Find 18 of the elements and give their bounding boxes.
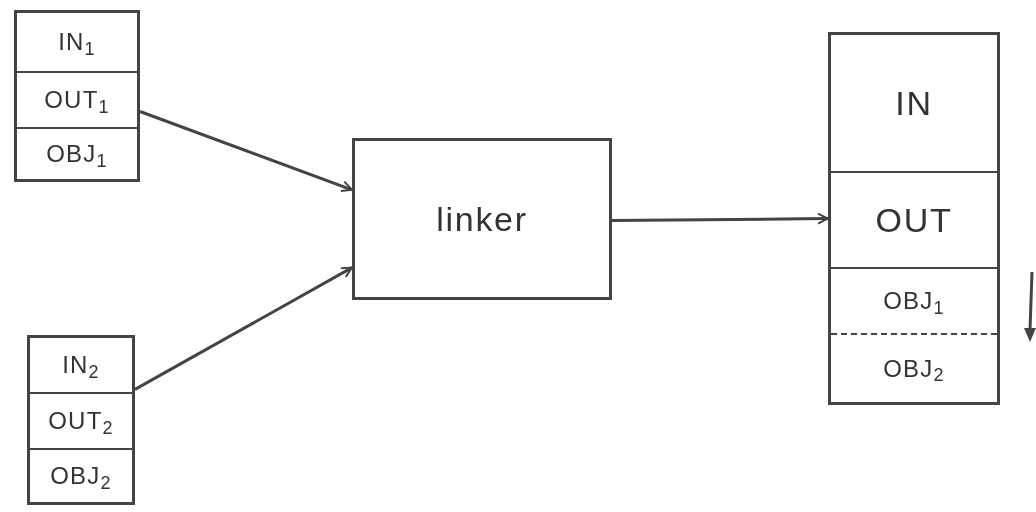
cell-label: OBJ$_{1}$ <box>46 139 108 172</box>
cell-label: OBJ$_{1}$ <box>883 286 945 319</box>
arrow <box>139 110 353 193</box>
cell-label: OBJ$_{2}$ <box>883 353 945 387</box>
arrow <box>134 266 353 391</box>
cell-label: OUT <box>875 199 953 241</box>
cell-label: OUT$_{1}$ <box>44 85 110 118</box>
cell-label: OUT$_{2}$ <box>48 406 114 439</box>
cell-label: IN <box>895 82 933 124</box>
cell-label: linker <box>436 198 528 240</box>
cell-label: IN$_{2}$ <box>62 350 100 383</box>
arrow <box>612 212 829 225</box>
cell-label: OBJ$_{2}$ <box>50 461 112 494</box>
stack-box <box>27 335 135 505</box>
process-box <box>352 138 612 300</box>
cell-label: IN$_{1}$ <box>58 27 96 60</box>
stack-box <box>828 32 1000 405</box>
stack-box <box>14 10 140 182</box>
